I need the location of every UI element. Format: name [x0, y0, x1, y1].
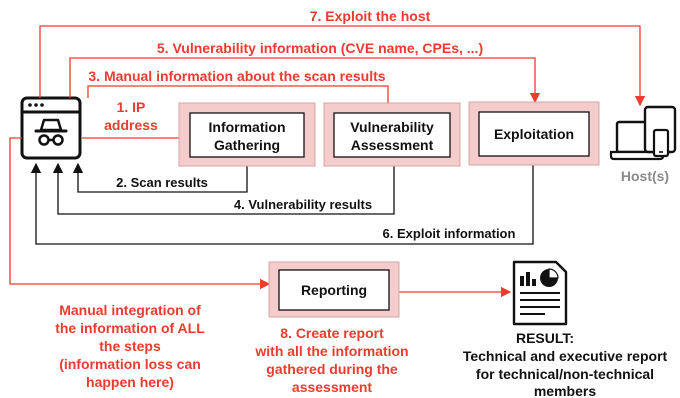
label-ip-line1: 1. IP — [117, 99, 146, 115]
label-ip-line2: address — [104, 117, 158, 133]
vuln-assessment-label-2: Assessment — [351, 137, 434, 153]
create-report-line2: with all the information — [254, 343, 408, 359]
create-report-line1: 8. Create report — [280, 325, 384, 341]
result-line3: for technical/non-technical — [476, 366, 654, 382]
result-line2: Technical and executive report — [463, 348, 668, 364]
label-exploit-host: 7. Exploit the host — [310, 8, 431, 24]
reporting-label: Reporting — [301, 282, 367, 298]
hosts-label: Host(s) — [621, 168, 669, 184]
flow-manual-info — [87, 85, 394, 116]
manual-integration-line4: (information loss can — [59, 356, 201, 372]
exploitation-box — [468, 101, 600, 166]
label-vuln-info: 5. Vulnerability information (CVE name, … — [157, 40, 483, 56]
manual-integration-line1: Manual integration of — [59, 302, 201, 318]
flow-vuln-info — [69, 57, 541, 104]
label-vuln-results: 4. Vulnerability results — [234, 197, 372, 212]
manual-integration-line2: the information of ALL — [55, 320, 205, 336]
vuln-assessment-box — [323, 102, 461, 167]
devices-icon — [609, 105, 677, 161]
create-report-line4: assessment — [292, 379, 373, 395]
flow-exploit-host — [39, 25, 646, 107]
info-gathering-label-2: Gathering — [214, 137, 280, 153]
flow-exploit-info — [30, 162, 534, 245]
result-line1: RESULT: — [516, 330, 574, 346]
create-report-line3: gathered during the — [266, 361, 398, 377]
hacker-browser-icon — [20, 96, 82, 160]
exploitation-label: Exploitation — [494, 126, 574, 142]
reporting-box — [268, 261, 400, 318]
info-gathering-label-1: Information — [209, 119, 286, 135]
label-scan-results: 2. Scan results — [116, 175, 208, 190]
report-document-icon — [512, 260, 568, 326]
vuln-assessment-label-1: Vulnerability — [350, 119, 434, 135]
label-exploit-info: 6. Exploit information — [383, 226, 516, 241]
label-manual-info: 3. Manual information about the scan res… — [88, 68, 385, 84]
flow-scan-results — [72, 158, 248, 193]
flow-vuln-results — [52, 158, 395, 215]
info-gathering-box — [178, 102, 316, 167]
flow-manual-integration — [9, 137, 271, 290]
result-line4: members — [534, 383, 596, 398]
manual-integration-line5: happen here) — [86, 374, 174, 390]
manual-integration-line3: the steps — [99, 338, 161, 354]
